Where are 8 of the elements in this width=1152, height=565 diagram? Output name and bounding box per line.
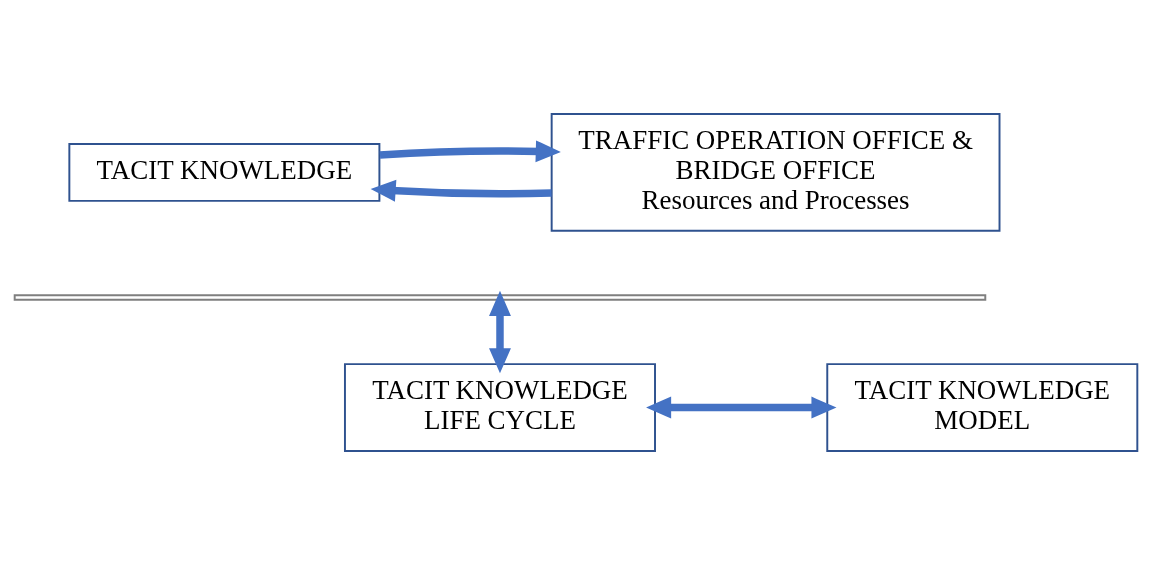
node-box: TRAFFIC OPERATION OFFICE & BRIDGE OFFICE Resources and Processes (550, 113, 1001, 232)
arrow (646, 396, 837, 419)
arrow (489, 290, 511, 374)
node-box: TACIT KNOWLEDGE MODEL (826, 363, 1139, 452)
node-bar (13, 294, 987, 301)
arrow (379, 140, 561, 163)
node-box: TACIT KNOWLEDGE (68, 142, 381, 202)
node-box: TACIT KNOWLEDGE LIFE CYCLE (344, 363, 656, 452)
